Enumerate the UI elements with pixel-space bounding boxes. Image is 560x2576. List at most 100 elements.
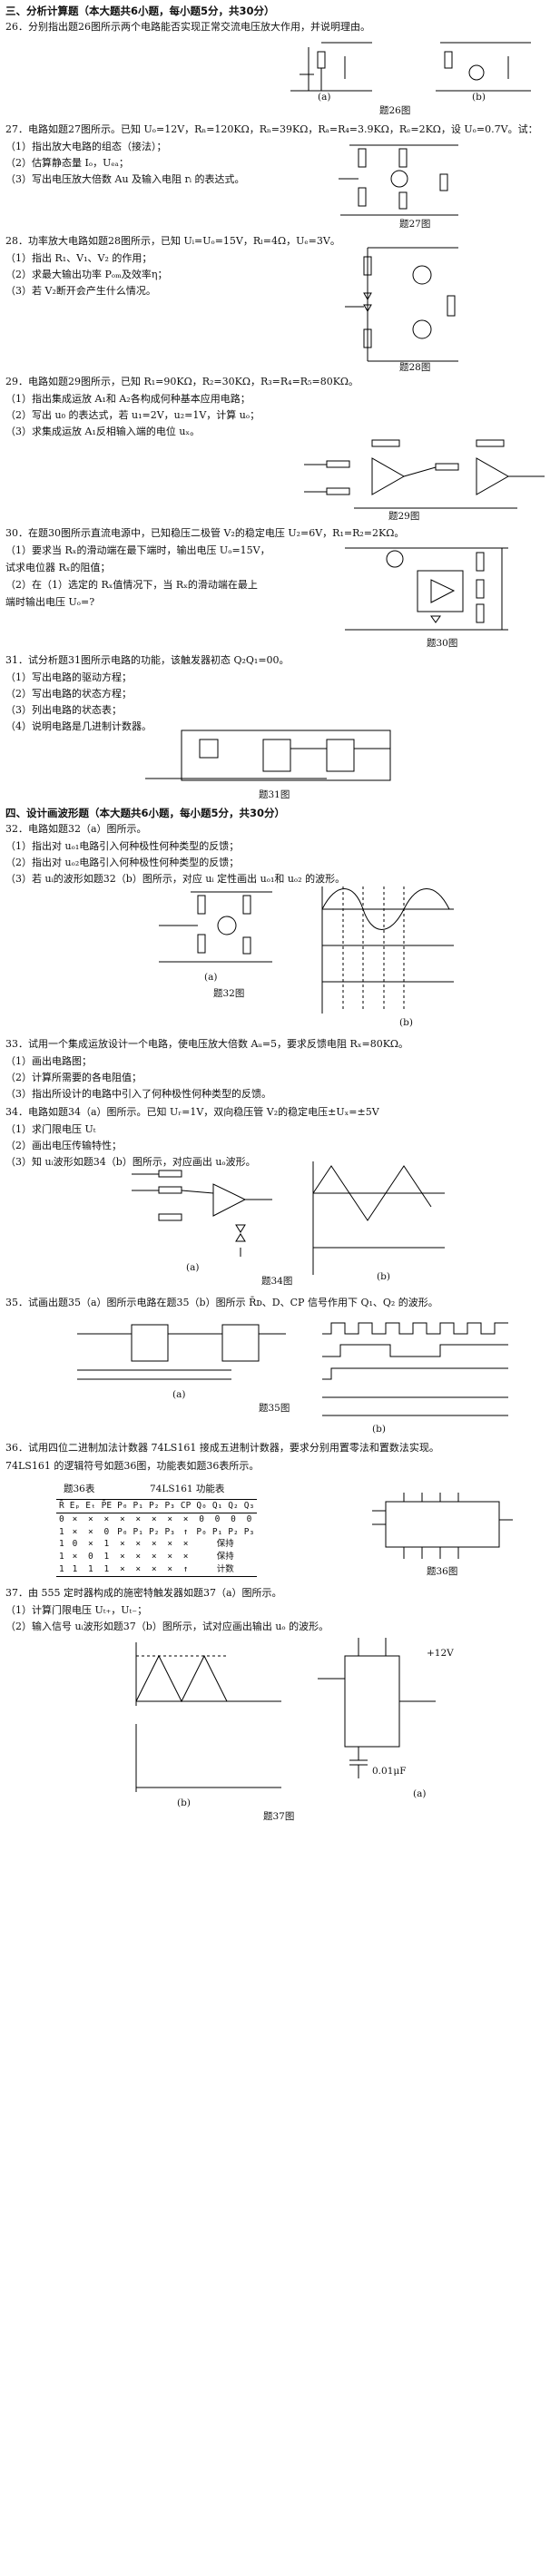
q29-caption: 题29图 [388,511,420,522]
table-cell: × [88,1513,93,1524]
table-header-cell: Eₚ [66,1499,84,1513]
table-cell: × [72,1552,78,1562]
table-cell: 1 [59,1526,64,1537]
q34-circuit-figure-a [132,1170,272,1257]
q37-item-2: （2）输入信号 uᵢ波形如题37（b）图所示，试对应画出输出 uₒ 的波形。 [5,1620,329,1632]
table-header-cell: Q₃ [241,1499,258,1513]
table-cell: 1 [59,1539,64,1550]
table-cell: 0 [214,1513,221,1524]
question-33: 33．试用一个集成运放设计一个电路，使电压放大倍数 Aᵤ=5，要求反馈电阻 Rₓ… [5,1037,550,1103]
table-cell: × [167,1513,173,1524]
table-cell: P₂ [228,1526,239,1537]
q31-caption: 题31图 [259,789,290,800]
q35-waveform-figure-b [322,1322,508,1416]
table-header-cell: Eₜ [83,1499,99,1513]
question-36: 36．试用四位二进制加法计数器 74LS161 接成五进制计数器，要求分别用置零… [5,1441,550,1475]
table-cell: 1 [59,1552,64,1562]
table-cell: P₁ [211,1526,223,1537]
q31-item-4: （4）说明电路是几进制计数器。 [5,720,152,732]
table-cell: × [151,1539,157,1550]
q35-circuit-figure-a [77,1324,286,1380]
table-cell: × [119,1539,125,1550]
q32-text: 32．电路如题32（a）图所示。 [5,823,147,835]
q26-caption: 题26图 [379,105,411,116]
q28-caption: 题28图 [399,362,431,373]
q37-label-b: (b) [177,1797,191,1808]
table-cell: P₃ [164,1526,175,1537]
table-cell: 0 [231,1513,236,1524]
table-cell: × [151,1513,157,1524]
q33-item-1: （1）画出电路图； [5,1054,92,1067]
table-cell: × [167,1563,173,1574]
table-header-cell: R̄ [56,1499,67,1513]
q31-item-2: （2）写出电路的状态方程； [5,687,132,700]
q34-item-3: （3）知 uᵢ波形如题34（b）图所示，对应画出 uₒ波形。 [5,1155,256,1168]
q28-circuit-figure [345,247,458,362]
q26-text: 26．分别指出题26图所示两个电路能否实现正常交流电压放大作用，并说明理由。 [5,21,370,33]
q35-label-a: (a) [172,1389,186,1400]
q34-item-1: （1）求门限电压 Uₜ [5,1122,96,1135]
q31-circuit-figure [145,730,391,781]
table-header-cell: P₂ [146,1499,162,1513]
q37-circuit-figure-a [318,1638,436,1778]
q34-text: 34．电路如题34（a）图所示。已知 Uᵣ=1V，双向稳压管 V₂的稳定电压±U… [5,1106,379,1118]
q32-item-2: （2）指出对 uₒ₂电路引入何种极性何种类型的反馈； [5,856,240,868]
table-cell: 0 [103,1526,110,1537]
q34-item-2: （2）画出电压传输特性； [5,1139,122,1151]
q26-label-b: (b) [472,92,486,103]
question-29: 29．电路如题29图所示，已知 R₁=90KΩ，R₂=30KΩ，R₃=R₄=R₅… [5,375,550,441]
q27-caption: 题27图 [399,219,431,230]
question-31: 31．试分析题31图所示电路的功能，该触发器初态 Q₂Q₁=00。 （1）写出电… [5,653,550,736]
table-cell: × [167,1552,173,1562]
table-cell: 保持 [216,1539,234,1550]
q27-circuit-figure [339,144,458,216]
question-32: 32．电路如题32（a）图所示。 （1）指出对 uₒ₁电路引入何种极性何种类型的… [5,822,550,888]
table-cell: × [135,1563,142,1574]
q32-label-a: (a) [204,972,218,983]
table-cell: × [119,1513,125,1524]
table-cell: × [182,1552,189,1562]
q33-item-2: （2）计算所需要的各电阻值； [5,1071,142,1083]
q37-item-1: （1）计算门限电压 Uₜ₊，Uₜ₋； [5,1603,148,1616]
table-header-cell: CP [177,1499,194,1513]
table-cell: P₀ [196,1526,207,1537]
table-cell: 1 [103,1539,110,1550]
question-30: 30．在题30图所示直流电源中，已知稳压二极管 V₂的稳定电压 U₂=6V，R₁… [5,526,550,612]
table-cell: × [88,1539,93,1550]
table-header-cell: P̄E [98,1499,115,1513]
q32-item-3: （3）若 uᵢ的波形如题32（b）图所示，对应 uᵢ 定性画出 uₒ₁和 uₒ₂… [5,872,346,885]
q35-label-b: (b) [372,1424,386,1435]
q30-line-2: （1）要求当 Rₓ的滑动端在最下端时，输出电压 Uₒ=15V， [5,544,270,556]
table-header-cell: P₁ [130,1499,146,1513]
q28-item-2: （2）求最大输出功率 Pₒₘ及效率η； [5,268,168,280]
q30-line-4: （2）在（1）选定的 Rₓ值情况下，当 Rₓ的滑动端在最上 [5,578,258,591]
q27-item-1: （1）指出放大电路的组态（接法）； [5,140,167,152]
q31-item-1: （1）写出电路的驱动方程； [5,671,132,683]
table-cell: P₁ [133,1526,143,1537]
q28-item-3: （3）若 V₂断开会产生什么情况。 [5,284,156,297]
q36-table-name: 74LS161 功能表 [150,1484,225,1494]
q29-item-1: （1）指出集成运放 A₁和 A₂各构成何种基本应用电路； [5,392,251,405]
q32-caption: 题32图 [213,988,245,999]
q27-text: 27．电路如题27图所示。已知 Uₒ=12V，Rₙ=120KΩ，Rₙ=39KΩ，… [5,123,538,135]
q32-item-1: （1）指出对 uₒ₁电路引入何种极性何种类型的反馈； [5,839,240,852]
table-cell: P₃ [243,1526,255,1537]
table-cell: × [182,1539,189,1550]
question-27: 27．电路如题27图所示。已知 Uₒ=12V，Rₙ=120KΩ，Rₙ=39KΩ，… [5,122,550,189]
q32-waveform-figure-b [321,886,454,1014]
table-header-cell: Q₁ [209,1499,226,1513]
q37-waveform-figure-b [135,1642,281,1792]
table-cell: ↑ [182,1563,189,1574]
question-34: 34．电路如题34（a）图所示。已知 Uᵣ=1V，双向稳压管 V₂的稳定电压±U… [5,1105,550,1171]
q37-label-a: (a) [413,1788,427,1799]
table-cell: P₀ [117,1526,128,1537]
q34-label-a: (a) [186,1262,200,1273]
q30-line-1: 30．在题30图所示直流电源中，已知稳压二极管 V₂的稳定电压 U₂=6V，R₁… [5,527,405,539]
table-cell: 保持 [216,1552,234,1562]
section-4-heading: 四、设计画波形题（本大题共6小题，每小题5分，共30分） [5,807,286,819]
